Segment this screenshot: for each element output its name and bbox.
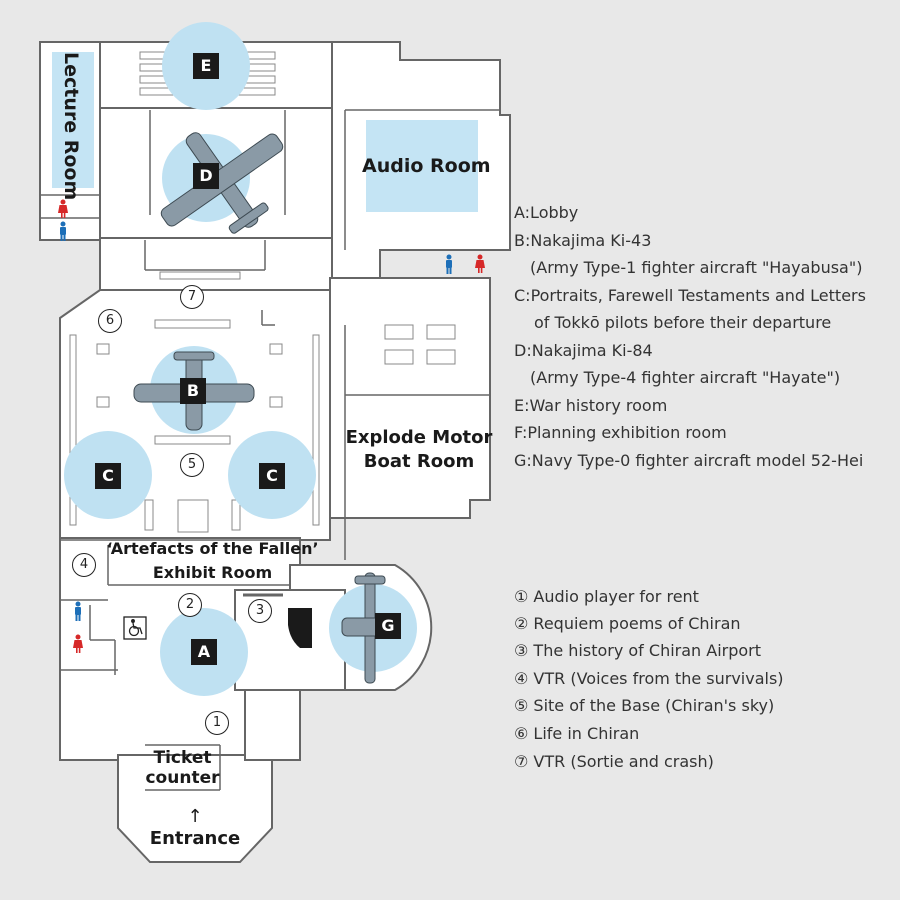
audio-room-fill — [366, 120, 478, 212]
marker-c-right: C — [259, 463, 285, 489]
number-7-marker: 7 — [180, 285, 204, 309]
legend-number-item: ① Audio player for rent — [514, 587, 699, 606]
legend-item: B:Nakajima Ki-43 — [514, 231, 652, 250]
explode-room-label-line2: Boat Room — [363, 451, 475, 472]
ticket-counter-label-line2: counter — [145, 768, 220, 788]
legend-item: (Army Type-1 fighter aircraft "Hayabusa"… — [530, 258, 863, 277]
lecture-room-fill — [52, 52, 94, 188]
legend-item: (Army Type-4 fighter aircraft "Hayate") — [530, 368, 841, 387]
restroom-icons — [58, 199, 485, 653]
legend-number-item: ④ VTR (Voices from the survivals) — [514, 669, 784, 688]
number-3-marker: 3 — [248, 599, 272, 623]
number-6-marker: 6 — [98, 309, 122, 333]
number-2-marker: 2 — [178, 593, 202, 617]
wheelchair-icon — [123, 616, 147, 640]
legend-number-item: ③ The history of Chiran Airport — [514, 641, 762, 660]
ticket-counter-label-line1: Ticket — [153, 748, 212, 768]
entrance-arrow-icon: ↑ — [187, 806, 203, 827]
piano-icon — [288, 608, 312, 648]
legend-number-item: ⑥ Life in Chiran — [514, 724, 640, 743]
number-5-marker: 5 — [180, 453, 204, 477]
artefacts-room-label-line1: ‘Artefacts of the Fallen’ — [106, 539, 319, 558]
explode-room-label-line1: Explode Motor — [345, 427, 493, 448]
legend-item: D:Nakajima Ki-84 — [514, 341, 653, 360]
artefacts-room-label-line2: Exhibit Room — [152, 563, 273, 582]
audio-room-label: Audio Room — [362, 155, 491, 177]
number-1-marker: 1 — [205, 711, 229, 735]
legend-item: G:Navy Type-0 fighter aircraft model 52-… — [514, 451, 864, 470]
legend-number-item: ⑤ Site of the Base (Chiran's sky) — [514, 696, 775, 715]
entrance-label: Entrance — [149, 828, 241, 849]
legend-item: of Tokkō pilots before their departure — [534, 313, 832, 332]
display-cases — [69, 51, 456, 533]
marker-e: E — [193, 53, 219, 79]
marker-a: A — [191, 639, 217, 665]
legend-item: E:War history room — [514, 396, 668, 415]
legend-item: A:Lobby — [514, 203, 579, 222]
number-4-marker: 4 — [72, 553, 96, 577]
marker-b: B — [180, 378, 206, 404]
marker-c-left: C — [95, 463, 121, 489]
legend-number-item: ② Requiem poems of Chiran — [514, 614, 741, 633]
female-restroom-icon — [58, 199, 485, 653]
legend-item: F:Planning exhibition room — [514, 423, 727, 442]
interior-walls — [40, 42, 500, 791]
legend-number-item: ⑦ VTR (Sortie and crash) — [514, 752, 714, 771]
marker-d: D — [193, 163, 219, 189]
male-restroom-icon — [60, 221, 452, 621]
lecture-room-label: Lecture Room — [60, 52, 82, 201]
legend-item: C:Portraits, Farewell Testaments and Let… — [514, 286, 866, 305]
marker-g: G — [375, 613, 401, 639]
